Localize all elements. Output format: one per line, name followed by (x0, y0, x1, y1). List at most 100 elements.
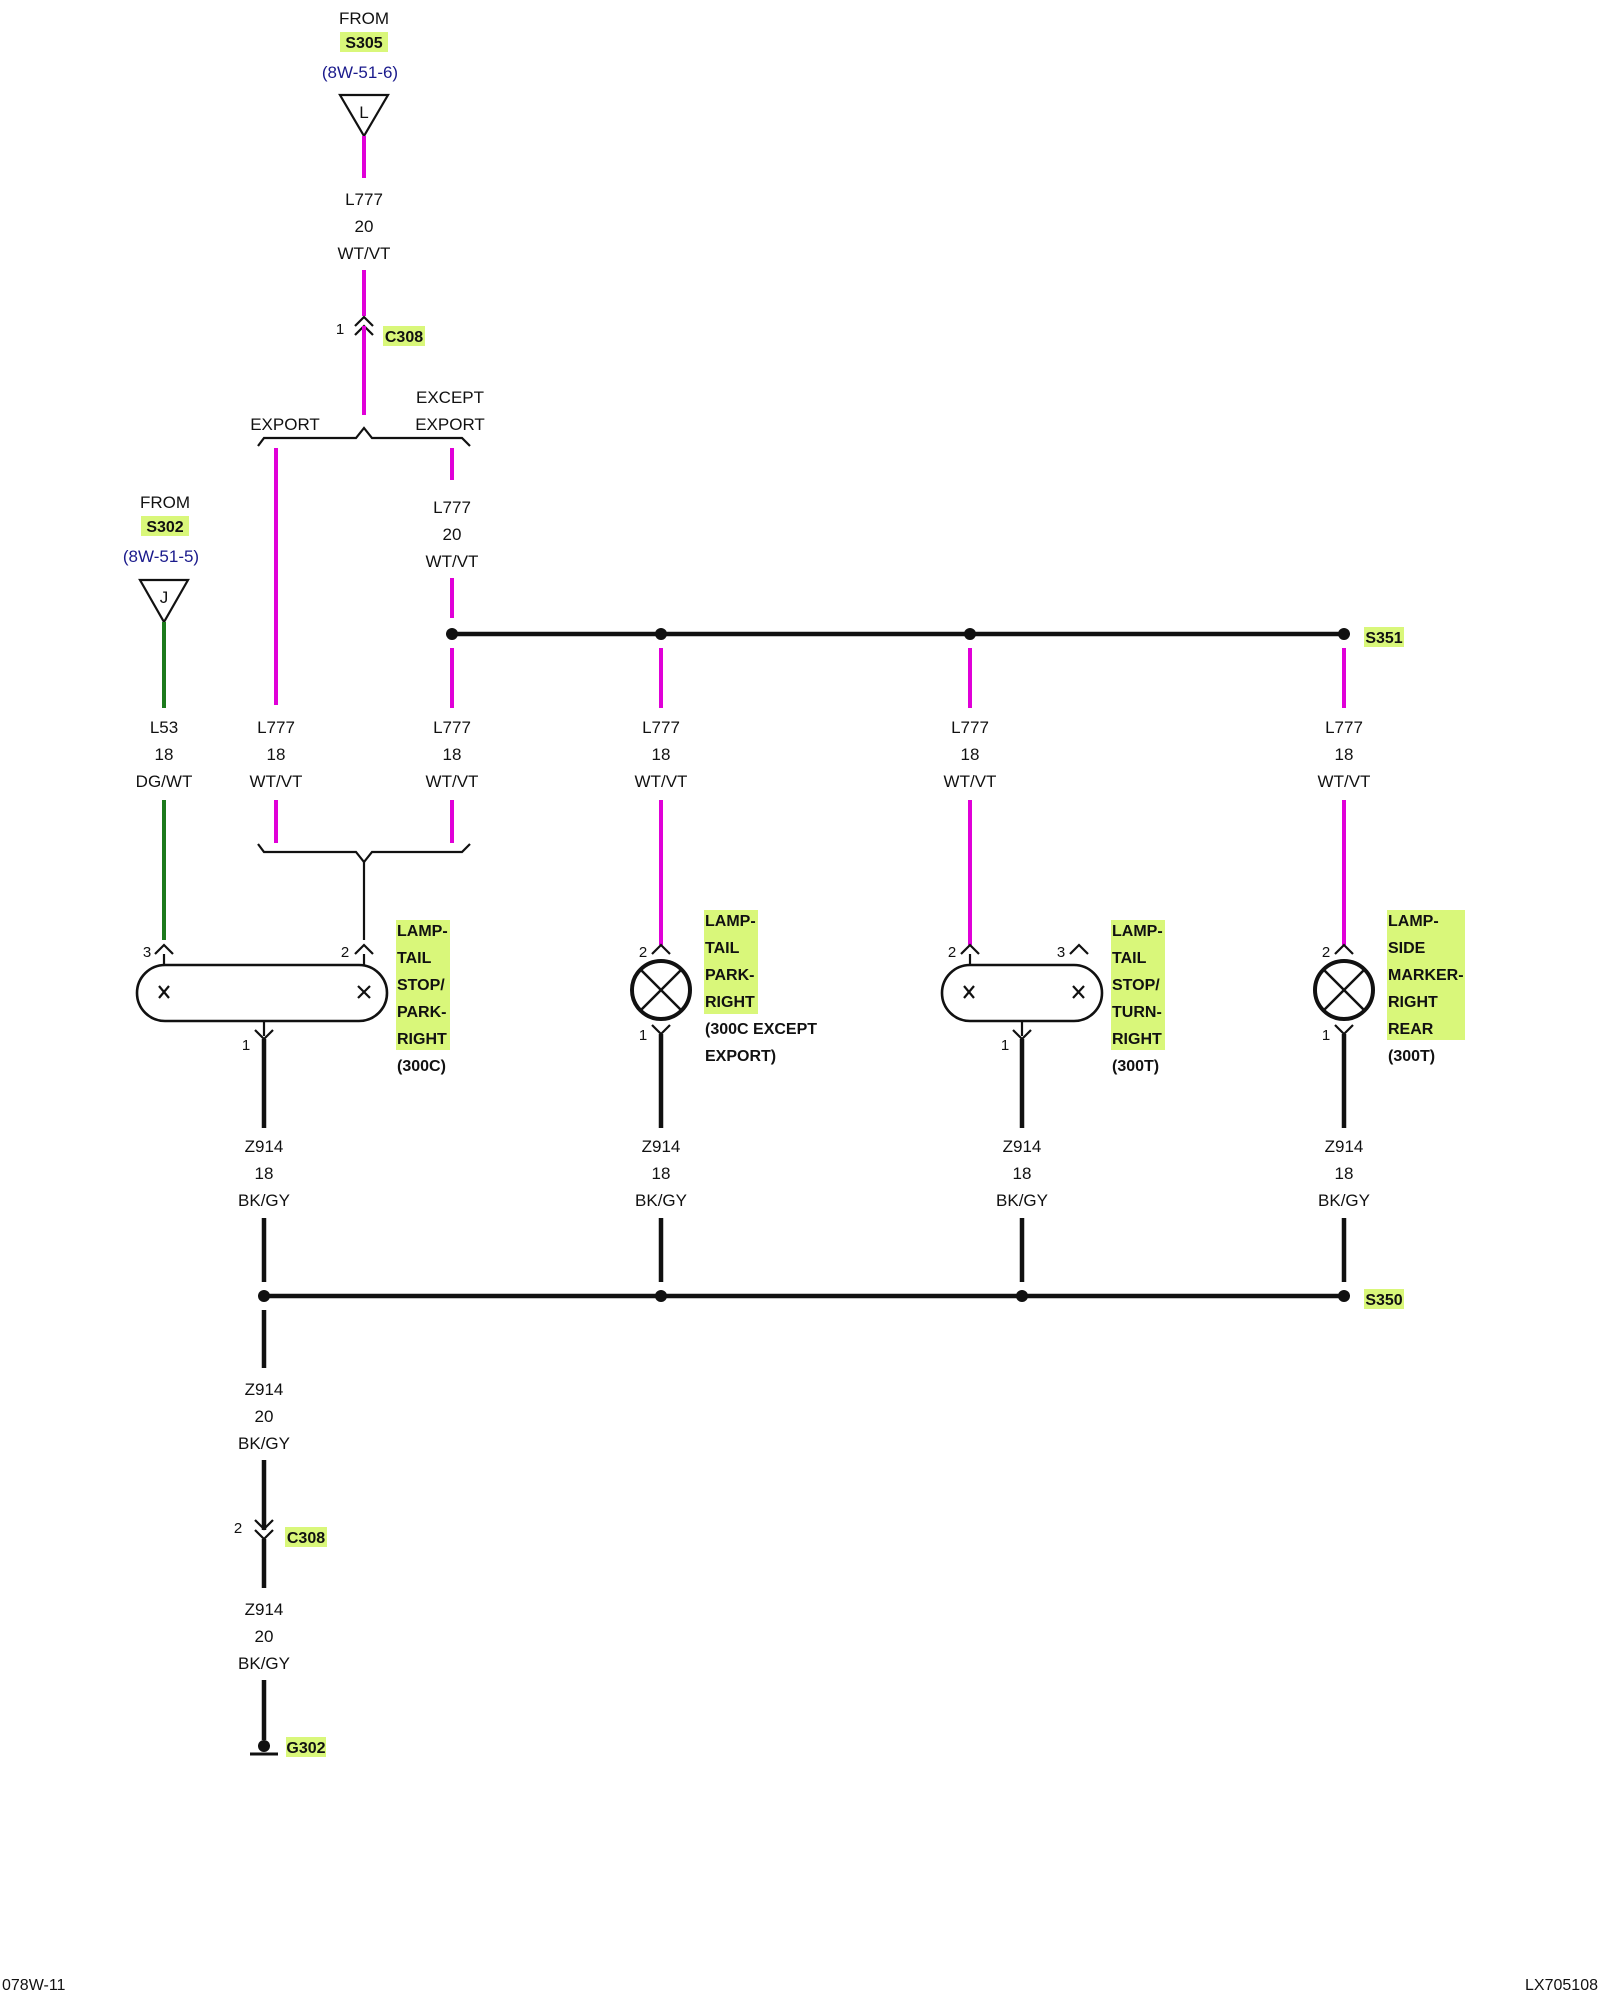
splice-s351-highlight (1364, 627, 1404, 647)
wire-z914-1-gauge: 18 (255, 1164, 274, 1183)
lamp-tail-stop-turn: 2 3 1 LAMP- TAIL STOP/ TURN- RIGHT (300T… (940, 920, 1165, 1075)
connector-c308-top-mark-upper (354, 315, 374, 327)
source-s305-highlight (340, 32, 388, 52)
source-s305-letter: L (359, 103, 368, 122)
lamp1-pin-bottom: 1 (242, 1037, 250, 1054)
source-s305-from: FROM (339, 9, 389, 28)
wire-l777-park-gauge: 18 (652, 745, 671, 764)
wire-label-l777-export: L777 18 WT/VT (250, 718, 303, 791)
wire-label-top: L777 20 WT/VT (338, 190, 391, 263)
lamp1-note: (300C) (397, 1058, 446, 1075)
lamp1-pin-right-mark (354, 943, 374, 955)
lamp3-label-highlight (1111, 920, 1165, 1050)
lamp-tail-park: 2 1 LAMP- TAIL PARK- RIGHT (300C EXCEPT … (630, 910, 817, 1065)
wire-l777-turn-gauge: 18 (961, 745, 980, 764)
wire-label-z914-3: Z914 18 BK/GY (996, 1137, 1048, 1210)
wire-label-l53: L53 18 DG/WT (136, 718, 193, 791)
wire-l777-park-circuit: L777 (642, 718, 680, 737)
ground-g302-highlight (286, 1737, 326, 1757)
option-brace-shape (257, 426, 471, 447)
lamp1-pin-right: 2 (341, 944, 349, 961)
connector-c308-top-pin: 1 (336, 321, 344, 338)
source-s305-triangle (338, 93, 390, 139)
lamp4-label-0: LAMP- (1388, 913, 1439, 930)
lamp4-label-4: REAR (1388, 1021, 1434, 1038)
source-s302-triangle (138, 578, 190, 625)
wire-label-l777-park: L777 18 WT/VT (635, 718, 688, 791)
wire-except-circuit: L777 (433, 498, 471, 517)
splice-s350-node-3 (1016, 1290, 1028, 1302)
splice-s350-label: S350 (1365, 1292, 1402, 1309)
lamp3-pin-left: 2 (948, 944, 956, 961)
footer-right: LX705108 (1525, 1977, 1598, 1994)
splice-s351-node-2 (655, 628, 667, 640)
option-brace-upper: EXPORT EXCEPT EXPORT (250, 388, 485, 447)
connector-c308-bottom: 2 C308 (234, 1519, 327, 1547)
lamp1-pin-left: 3 (143, 944, 151, 961)
wire-z914-main-circuit: Z914 (245, 1380, 284, 1399)
wire-l53-gauge: 18 (155, 745, 174, 764)
source-s302-splice: S302 (146, 519, 183, 536)
lamp1-label-3: PARK- (397, 1004, 446, 1021)
source-s305-ref: (8W-51-6) (322, 63, 398, 82)
lamp3-label-3: TURN- (1112, 1004, 1162, 1021)
lamp4-label-2: MARKER- (1388, 967, 1464, 984)
lamp2-label-1: TAIL (705, 940, 740, 957)
option-except-line2: EXPORT (415, 415, 485, 434)
wire-top-gauge: 20 (355, 217, 374, 236)
connector-c308-bottom-pin: 2 (234, 1520, 242, 1537)
lamp-side-marker: 2 1 LAMP- SIDE MARKER- RIGHT REAR (300T) (1313, 910, 1465, 1065)
source-s305-splice: S305 (345, 35, 382, 52)
wire-z914-3-gauge: 18 (1013, 1164, 1032, 1183)
lamp2-pin-top: 2 (639, 944, 647, 961)
lamp4-label-3: RIGHT (1388, 994, 1438, 1011)
lamp1-label-4: RIGHT (397, 1031, 447, 1048)
lamp1-body (135, 963, 389, 1023)
lamp2-pin-bottom-mark (651, 1024, 671, 1036)
wire-label-l777-turn: L777 18 WT/VT (944, 718, 997, 791)
lamp2-label-0: LAMP- (705, 913, 756, 930)
lamp2-label-highlight (704, 910, 758, 1014)
wire-label-except: L777 20 WT/VT (426, 498, 479, 571)
lamp3-label-2: STOP/ (1112, 977, 1160, 994)
merge-brace-lower (257, 843, 471, 864)
wire-l777-turn-circuit: L777 (951, 718, 989, 737)
wire-l777-export-circuit: L777 (257, 718, 295, 737)
lamp3-pin-right-mark (1069, 943, 1089, 955)
splice-s351-node-4 (1338, 628, 1350, 640)
lamp2-note-0: (300C EXCEPT (705, 1021, 817, 1038)
wire-top-color: WT/VT (338, 244, 391, 263)
splice-s350-node-4 (1338, 1290, 1350, 1302)
wire-z914-3-color: BK/GY (996, 1191, 1048, 1210)
lamp4-pin-bottom-mark (1334, 1024, 1354, 1036)
source-s302-letter: J (160, 588, 169, 607)
footer-left: 078W-11 (2, 1977, 66, 1994)
source-s302-from: FROM (140, 493, 190, 512)
lamp3-filament-left (963, 985, 975, 999)
wire-label-z914-main: Z914 20 BK/GY (238, 1380, 290, 1453)
wire-top-circuit: L777 (345, 190, 383, 209)
lamp4-label-1: SIDE (1388, 940, 1426, 957)
wire-z914-2-color: BK/GY (635, 1191, 687, 1210)
ground-g302-label: G302 (286, 1740, 325, 1757)
lamp1-pin-left-mark (154, 943, 174, 955)
lamp4-pin-top-mark (1334, 943, 1354, 955)
source-s305: FROM S305 (8W-51-6) L (322, 9, 398, 139)
splice-s351-node-1 (446, 628, 458, 640)
wire-l777-except-gauge: 18 (443, 745, 462, 764)
wire-label-z914-1: Z914 18 BK/GY (238, 1137, 290, 1210)
splice-s351-node-3 (964, 628, 976, 640)
lamp4-pin-top: 2 (1322, 944, 1330, 961)
wire-z914-2-gauge: 18 (652, 1164, 671, 1183)
wire-label-z914-ground: Z914 20 BK/GY (238, 1600, 290, 1673)
wire-z914-ground-color: BK/GY (238, 1654, 290, 1673)
lamp3-note: (300T) (1112, 1058, 1159, 1075)
lamp3-label-4: RIGHT (1112, 1031, 1162, 1048)
wire-z914-1-color: BK/GY (238, 1191, 290, 1210)
lamp1-label-2: STOP/ (397, 977, 445, 994)
lamp1-filament-right (357, 985, 371, 999)
wire-l777-export-color: WT/VT (250, 772, 303, 791)
lamp2-pin-top-mark (651, 943, 671, 955)
wire-label-l777-except: L777 18 WT/VT (426, 718, 479, 791)
